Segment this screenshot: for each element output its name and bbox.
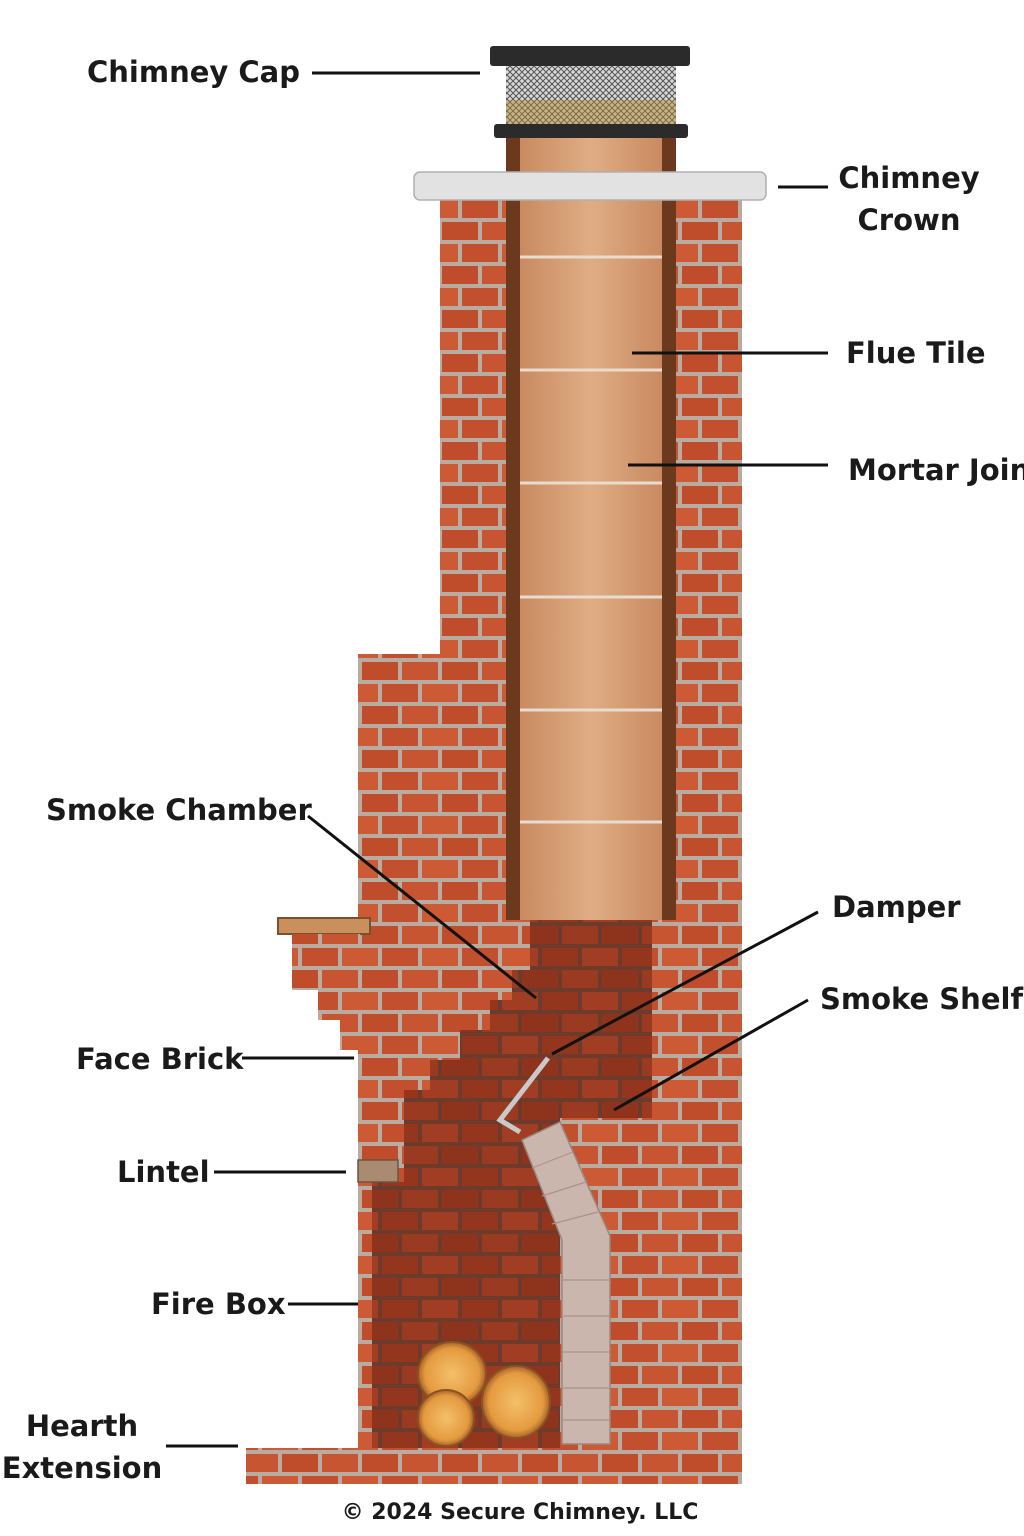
label-hearth-extension-line1: Hearth xyxy=(25,1409,139,1443)
chimney-crown xyxy=(413,171,767,201)
label-chimney-crown: Chimney Crown xyxy=(836,157,982,241)
mantel-shelf xyxy=(277,917,371,935)
leader-smoke-shelf xyxy=(613,998,809,1112)
log-left xyxy=(417,1389,475,1447)
label-chimney-crown-line2: Crown xyxy=(857,203,961,238)
label-chimney-cap: Chimney Cap xyxy=(87,55,301,89)
smoke-chamber-area xyxy=(404,918,652,1118)
label-smoke-shelf: Smoke Shelf xyxy=(820,982,1024,1016)
label-smoke-chamber: Smoke Chamber xyxy=(46,793,312,827)
label-lintel: Lintel xyxy=(117,1155,210,1189)
chimney-cap-band xyxy=(494,124,688,138)
chimney-cap-mesh xyxy=(506,64,676,126)
lintel-block xyxy=(357,1159,399,1183)
leader-smoke-chamber xyxy=(307,814,537,1000)
label-hearth-extension-line2: Extension xyxy=(1,1451,163,1486)
label-hearth-extension: Hearth Extension xyxy=(0,1405,164,1489)
flue-tile xyxy=(520,134,662,920)
firebrick-joints xyxy=(531,1151,610,1421)
chimney-cap-top xyxy=(490,46,690,66)
label-flue-tile: Flue Tile xyxy=(846,336,986,370)
log-right xyxy=(481,1365,551,1439)
label-chimney-crown-line1: Chimney xyxy=(838,161,980,195)
label-mortar-join: Mortar Join xyxy=(848,453,1024,487)
label-damper: Damper xyxy=(832,890,961,924)
copyright-notice: © 2024 Secure Chimney. LLC xyxy=(341,1500,699,1525)
label-fire-box: Fire Box xyxy=(151,1287,286,1321)
face-brick-corbel xyxy=(292,934,360,1050)
damper-plate xyxy=(496,1056,550,1135)
firebrick-wall xyxy=(521,1120,611,1445)
mortar-joints xyxy=(520,255,662,824)
hearth-extension-bricks xyxy=(246,1448,742,1484)
label-face-brick: Face Brick xyxy=(76,1042,244,1076)
chimney-cap-mesh-tint xyxy=(506,100,676,126)
leader-lines xyxy=(166,71,828,1448)
leader-damper xyxy=(551,910,819,1056)
